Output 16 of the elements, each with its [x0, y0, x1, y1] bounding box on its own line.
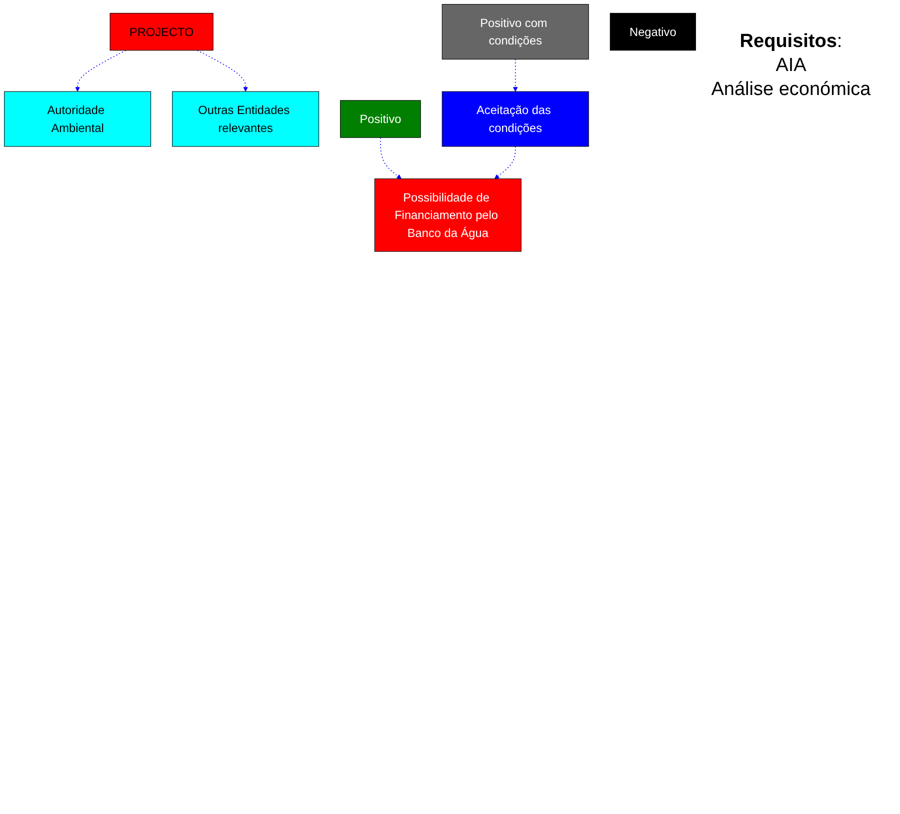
- requirement-note: Requisitos:: [738, 30, 844, 54]
- arrow: [196, 50, 248, 92]
- node-box: Possibilidade de Financiamento pelo Banco da Água: [374, 178, 522, 252]
- arrow: [380, 137, 402, 179]
- node-box: PROJECTO: [110, 12, 214, 51]
- node-box: Autoridade Ambiental: [4, 91, 152, 147]
- node-box: Positivo com condições: [442, 4, 589, 60]
- arrow: [75, 50, 126, 92]
- requirement-note: AIA: [774, 54, 808, 78]
- requirement-note: Análise económica: [710, 78, 872, 102]
- node-box: Outras Entidades relevantes: [172, 91, 320, 147]
- node-box: Positivo: [340, 100, 421, 138]
- node-box: Negativo: [610, 12, 696, 51]
- node-box: Aceitação das condições: [442, 91, 589, 147]
- arrow: [494, 146, 516, 179]
- arrow: [513, 58, 518, 92]
